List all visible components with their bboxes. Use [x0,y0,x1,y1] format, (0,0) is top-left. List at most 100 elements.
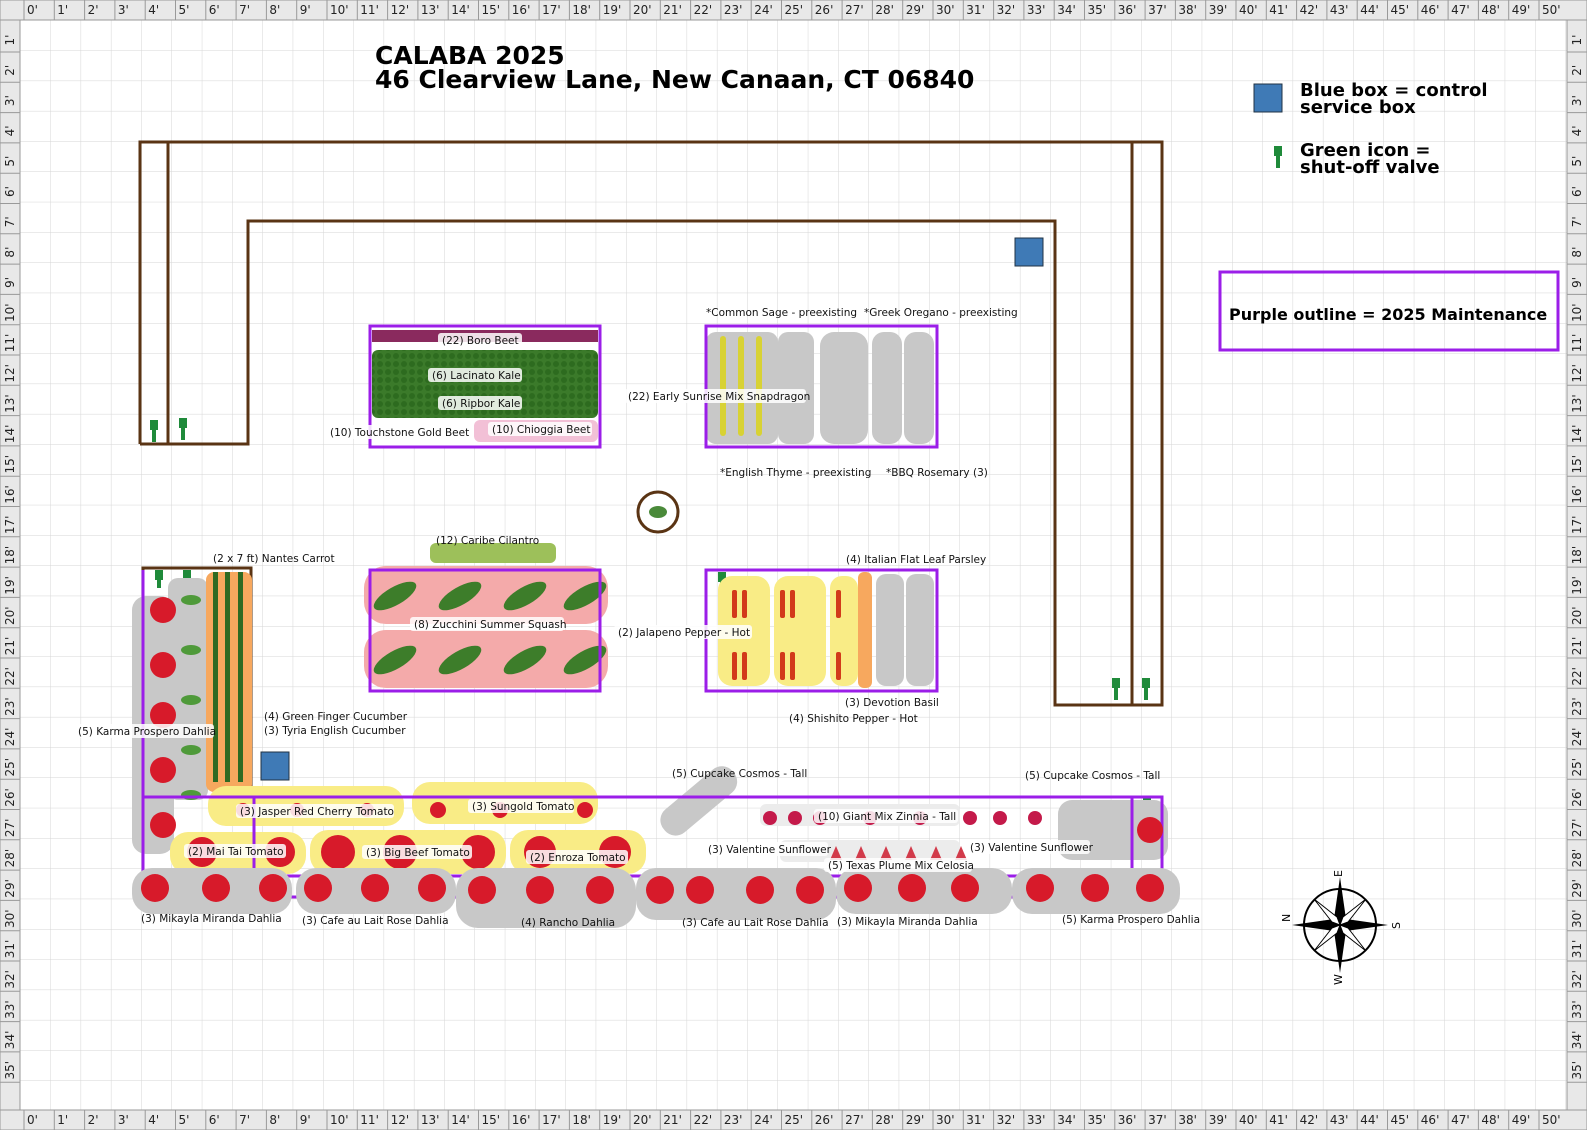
ruler-mark: 44' [1360,1113,1379,1127]
ruler-mark: 17' [542,3,561,17]
ruler-mark: 16' [512,3,531,17]
svg-text:(5) Cupcake Cosmos - Tall: (5) Cupcake Cosmos - Tall [672,768,807,780]
label-mikayla-east: (3) Mikayla Miranda Dahlia [837,916,978,928]
ruler-mark: 31' [3,940,17,959]
ruler-mark: 26' [815,3,834,17]
ruler-mark: 28' [875,1113,894,1127]
plan-address: 46 Clearview Lane, New Canaan, CT 06840 [375,65,974,94]
label-bigbeef-tomato: (3) Big Beef Tomato [362,845,472,859]
svg-text:(2) Mai Tai Tomato: (2) Mai Tai Tomato [188,846,284,858]
ruler-mark: 27' [3,819,17,838]
ruler-mark: 12' [391,3,410,17]
ruler-mark: 22' [694,1113,713,1127]
ruler-mark: 38' [1178,3,1197,17]
svg-text:(3) Sungold Tomato: (3) Sungold Tomato [472,801,574,813]
label-cafe-east: (3) Cafe au Lait Rose Dahlia [682,917,829,929]
ruler-mark: 4' [3,125,17,136]
ruler-mark: 2' [3,65,17,76]
ruler-mark: 16' [512,1113,531,1127]
ruler-mark: 8' [3,247,17,258]
ruler-mark: 19' [3,576,17,595]
label-caribe-cilantro: (12) Caribe Cilantro [436,535,539,547]
ruler-mark: 6' [209,1113,220,1127]
svg-text:(5) Cupcake Cosmos - Tall: (5) Cupcake Cosmos - Tall [1025,770,1160,782]
ruler-mark: 32' [3,970,17,989]
ruler-mark: 45' [1391,1113,1410,1127]
ruler-mark: 17' [542,1113,561,1127]
ruler-mark: 22' [3,667,17,686]
bed-herbs-snapdragon [704,324,939,449]
ruler-mark: 24' [3,728,17,747]
ruler-mark: 2' [88,1113,99,1127]
ruler-mark: 39' [1209,3,1228,17]
ruler-mark: 26' [815,1113,834,1127]
legend-blue-line2: service box [1300,97,1416,118]
ruler-mark: 10' [3,303,17,322]
ruler-mark: 40' [1239,3,1258,17]
ruler-mark: 20' [3,606,17,625]
label-touchstone-beet: (10) Touchstone Gold Beet [326,425,469,439]
svg-text:(2 x 7 ft) Nantes Carrot: (2 x 7 ft) Nantes Carrot [213,553,335,565]
ruler-mark: 35' [1088,1113,1107,1127]
ruler-mark: 15' [3,455,17,474]
svg-text:(22) Early Sunrise Mix Snapdra: (22) Early Sunrise Mix Snapdragon [628,391,810,403]
ruler-mark: 18' [572,1113,591,1127]
ruler-mark: 25' [785,1113,804,1127]
ruler-mark: 4' [148,1113,159,1127]
svg-text:(6) Ripbor Kale: (6) Ripbor Kale [442,398,520,410]
svg-text:(3) Jasper Red Cherry Tomato: (3) Jasper Red Cherry Tomato [240,806,394,818]
ruler-mark: 0' [27,1113,38,1127]
svg-text:(3) Cafe au Lait Rose Dahlia: (3) Cafe au Lait Rose Dahlia [302,915,449,927]
ruler-mark: 16' [3,485,17,504]
label-karma-dahlia-left: (5) Karma Prospero Dahlia [74,724,216,738]
ruler-mark: 14' [1570,425,1584,444]
ruler-mark: 11' [1570,334,1584,353]
ruler-mark: 41' [1269,3,1288,17]
bed-dahlia-row [132,817,1180,928]
legend-purple: Purple outline = 2025 Maintenance [1229,305,1547,324]
bed-cilantro [430,543,556,563]
ruler-mark: 35' [3,1061,17,1080]
ruler-mark: 24' [754,3,773,17]
svg-text:(10) Chioggia Beet: (10) Chioggia Beet [492,424,590,436]
svg-text:(10) Giant Mix Zinnia - Tall: (10) Giant Mix Zinnia - Tall [818,811,956,823]
label-tyria: (3) Tyria English Cucumber [264,725,406,737]
label-shishito: (4) Shishito Pepper - Hot [789,713,918,725]
svg-text:(12) Caribe Cilantro: (12) Caribe Cilantro [436,535,539,547]
ruler-mark: 3' [118,3,129,17]
ruler-mark: 13' [421,1113,440,1127]
ruler-mark: 12' [1570,364,1584,383]
label-chioggia-beet: (10) Chioggia Beet [488,422,592,436]
svg-text:(5) Karma Prospero Dahlia: (5) Karma Prospero Dahlia [1062,914,1200,926]
ruler-mark: 34' [1057,1113,1076,1127]
ruler-mark: 20' [633,1113,652,1127]
label-enroza-tomato: (2) Enroza Tomato [526,850,628,864]
ruler-mark: 42' [1300,1113,1319,1127]
label-devotion-basil: (3) Devotion Basil [845,697,939,709]
ruler-mark: 7' [1570,216,1584,227]
ruler-mark: 49' [1512,1113,1531,1127]
svg-text:(8) Zucchini Summer Squash: (8) Zucchini Summer Squash [414,619,567,631]
svg-text:(2) Jalapeno Pepper - Hot: (2) Jalapeno Pepper - Hot [618,627,750,639]
ruler-mark: 13' [3,394,17,413]
svg-text:(4) Rancho Dahlia: (4) Rancho Dahlia [521,917,615,929]
ruler-mark: 48' [1481,1113,1500,1127]
ruler-mark: 11' [360,3,379,17]
label-boro-beet: (22) Boro Beet [438,333,522,347]
ruler-mark: 23' [724,3,743,17]
svg-text:*BBQ Rosemary (3): *BBQ Rosemary (3) [886,467,988,479]
svg-text:(3) Valentine Sunflower: (3) Valentine Sunflower [708,844,832,856]
ruler-mark: 37' [1148,1113,1167,1127]
svg-text:(3) Mikayla Miranda Dahlia: (3) Mikayla Miranda Dahlia [837,916,978,928]
label-zinnia: (10) Giant Mix Zinnia - Tall [814,809,958,823]
ruler-left: 1'2'3'4'5'6'7'8'9'10'11'12'13'14'15'16'1… [0,19,21,1111]
ruler-mark: 33' [1027,1113,1046,1127]
ruler-mark: 19' [603,1113,622,1127]
ruler-mark: 10' [330,1113,349,1127]
ruler-mark: 32' [997,1113,1016,1127]
ruler-mark: 9' [300,3,311,17]
ruler-mark: 33' [1027,3,1046,17]
label-zucchini: (8) Zucchini Summer Squash [410,617,567,631]
ruler-mark: 28' [3,849,17,868]
ruler-mark: 6' [3,186,17,197]
